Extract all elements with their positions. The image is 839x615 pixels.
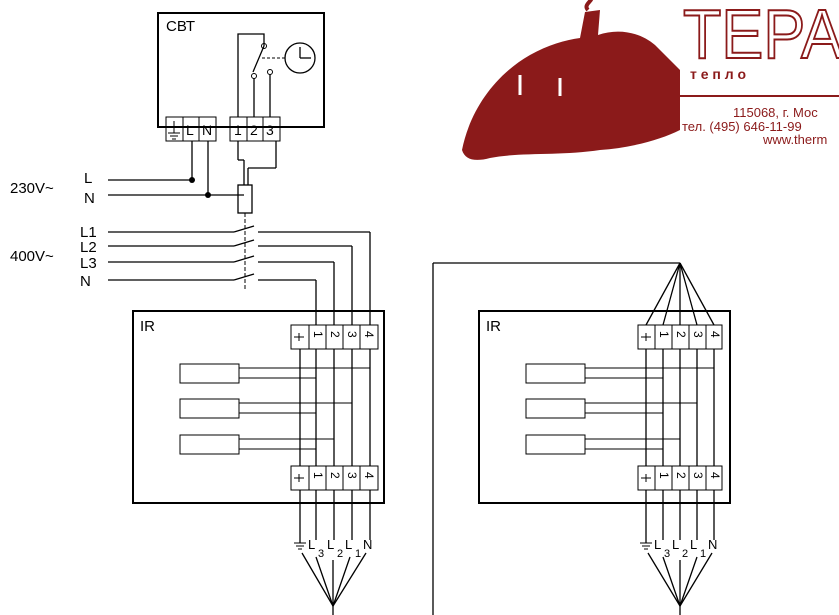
out-left-L3-a: L	[308, 537, 315, 552]
logo-brand: ТЕРА	[683, 0, 839, 73]
ir-heater-right-label: IR	[486, 318, 501, 335]
ir-right-outputs: L 3 L 2 L 1 N	[640, 490, 717, 615]
out-right-L2-a: L	[672, 537, 679, 552]
ground-icon	[640, 542, 652, 550]
heating-element	[179, 363, 240, 384]
logo-web: www.therm	[762, 132, 827, 147]
logo-hand-shape	[462, 10, 680, 160]
ir-left-top-t1: 1	[311, 331, 325, 338]
heating-element	[179, 398, 240, 419]
thermostat-terminal-L: L	[186, 122, 194, 138]
thermostat-terminal-N: N	[202, 122, 212, 138]
logo-phone: тел. (495) 646-11-99	[682, 119, 802, 134]
out-right-N: N	[708, 537, 717, 552]
ir-left-top-t4: 4	[362, 331, 376, 338]
ground-icon	[294, 333, 304, 341]
link-wire	[432, 262, 715, 615]
ground-icon	[641, 474, 651, 482]
thermostat-label: СВТ	[166, 18, 195, 35]
out-right-L1-b: 1	[700, 548, 706, 560]
ir-right-bottom-t4: 4	[708, 472, 722, 479]
ir-heater-right: IR 1 2 3 4 1 2 3 4	[478, 310, 731, 504]
ir-right-top-t1: 1	[657, 331, 671, 338]
ir-right-top-t3: 3	[691, 331, 705, 338]
wires-230v	[108, 141, 277, 290]
out-right-L2-b: 2	[682, 548, 688, 560]
supply-L-label: L	[84, 170, 92, 187]
thermostat-box: СВТ L N 1 2 3	[157, 12, 325, 142]
ir-right-top-t2: 2	[674, 331, 688, 338]
ir-left-top-t2: 2	[328, 331, 342, 338]
out-left-L2-b: 2	[337, 548, 343, 560]
thermostat-terminal-3: 3	[266, 122, 274, 138]
out-left-L1-a: L	[345, 537, 352, 552]
ir-left-bottom-t2: 2	[328, 472, 342, 479]
ir-right-bottom-t1: 1	[657, 472, 671, 479]
out-right-L3-a: L	[654, 537, 661, 552]
thermostat-terminal-block-switch	[229, 116, 281, 142]
logo-address: 115068, г. Мос	[733, 105, 818, 120]
ir-right-top-t4: 4	[708, 331, 722, 338]
out-left-L3-b: 3	[318, 548, 324, 560]
ir-heater-left: IR 1 2 3 4 1	[132, 310, 385, 504]
thermostat-terminal-1: 1	[234, 122, 242, 138]
logo-house-window	[518, 75, 562, 96]
ir-left-top-t3: 3	[345, 331, 359, 338]
supply-L1-label: L1	[80, 224, 97, 241]
supply-L2-label: L2	[80, 239, 97, 256]
voltage-400-label: 400V~	[10, 248, 54, 265]
heating-element	[525, 434, 586, 455]
ir-left-bottom-t4: 4	[362, 472, 376, 479]
heating-element	[179, 434, 240, 455]
contactor-coil	[237, 184, 253, 214]
voltage-230-label: 230V~	[10, 180, 54, 197]
out-right-L1-a: L	[690, 537, 697, 552]
ir-left-outputs: L 3 L 2 L 1 N	[294, 490, 372, 607]
thermostat-terminal-2: 2	[250, 122, 258, 138]
ground-icon	[641, 333, 651, 341]
ground-icon	[168, 121, 180, 140]
ground-icon	[294, 474, 304, 482]
company-logo: ТЕРА т е п л о 115068, г. Мос тел. (495)…	[462, 0, 839, 160]
out-right-L3-b: 3	[664, 548, 670, 560]
ir-right-bottom-t2: 2	[674, 472, 688, 479]
wires-400v	[108, 225, 371, 325]
ir-left-bottom-t1: 1	[311, 472, 325, 479]
clock-icon	[284, 42, 316, 74]
supply-N400-label: N	[80, 273, 91, 290]
supply-N-label: N	[84, 190, 95, 207]
ir-right-bottom-t3: 3	[691, 472, 705, 479]
logo-tagline: т е п л о	[690, 66, 746, 82]
out-left-L2-a: L	[327, 537, 334, 552]
out-left-N: N	[363, 537, 372, 552]
ir-left-bottom-t3: 3	[345, 472, 359, 479]
out-left-L1-b: 1	[355, 548, 361, 560]
ground-icon	[294, 542, 306, 550]
thermostat-terminal-block-power	[165, 116, 217, 142]
logo-smoke	[584, 0, 594, 12]
ir-heater-left-label: IR	[140, 318, 155, 335]
supply-L3-label: L3	[80, 255, 97, 272]
heating-element	[525, 363, 586, 384]
heating-element	[525, 398, 586, 419]
